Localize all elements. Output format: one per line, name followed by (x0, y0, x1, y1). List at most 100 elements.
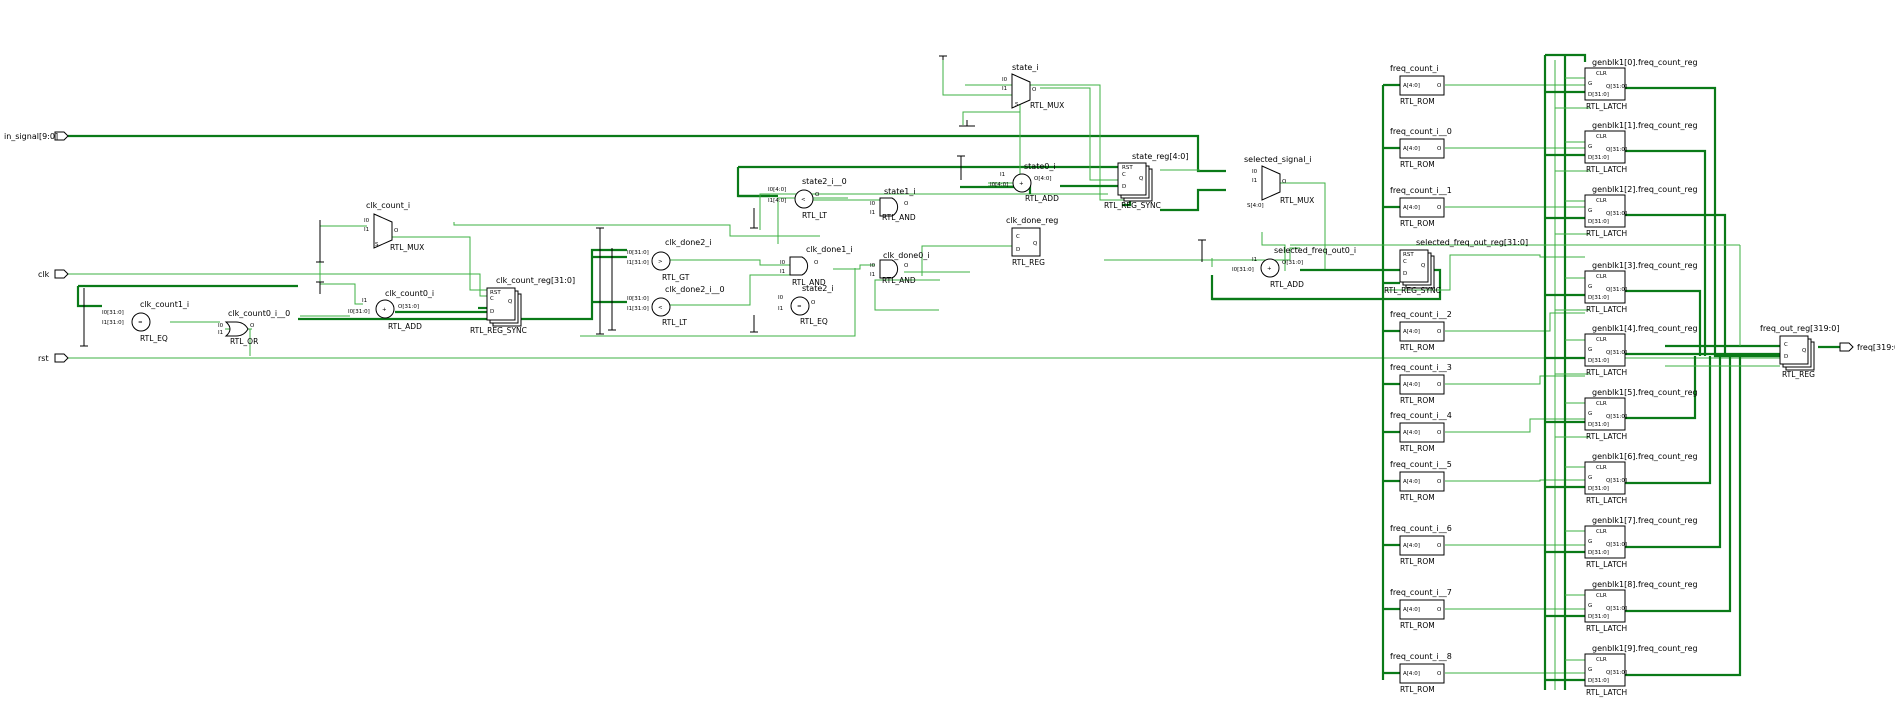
svg-text:I0: I0 (364, 218, 370, 224)
svg-text:I0: I0 (780, 260, 786, 266)
ground-icon (596, 227, 604, 335)
latch-pin-q: Q[31:0] (1606, 287, 1627, 293)
in-signal-label: in_signal[9:0] (4, 132, 58, 141)
rom-pin-a: A[4:0] (1403, 543, 1420, 549)
svg-text:O: O (811, 300, 816, 306)
rom-type: RTL_ROM (1400, 685, 1435, 694)
svg-text:C: C (1403, 259, 1407, 265)
rom-pin-o: O (1437, 430, 1442, 436)
latch-name: genblk1[3].freq_count_reg (1592, 261, 1698, 270)
latch-pin-d: D[31:0] (1588, 550, 1609, 556)
rom-name: freq_count_i__7 (1390, 588, 1452, 597)
rst-label: rst (38, 354, 49, 363)
rom-pin-a: A[4:0] (1403, 205, 1420, 211)
cell-type: RTL_EQ (140, 334, 168, 343)
svg-text:D: D (1403, 271, 1407, 277)
svg-text:S: S (1015, 102, 1019, 108)
rom-type: RTL_ROM (1400, 557, 1435, 566)
svg-text:O: O (904, 263, 909, 269)
svg-text:O: O (394, 228, 399, 234)
cell-name: clk_done0_i (883, 251, 930, 260)
svg-text:D: D (490, 309, 494, 315)
rom-pin-o: O (1437, 146, 1442, 152)
latch-pin-clr: CLR (1596, 529, 1607, 535)
cell-name: clk_count_reg[31:0] (496, 276, 575, 285)
latch-name: genblk1[0].freq_count_reg (1592, 58, 1698, 67)
cell-name: selected_signal_i (1244, 155, 1312, 164)
latch-type: RTL_LATCH (1586, 102, 1627, 111)
cell-type: RTL_LT (802, 211, 827, 220)
cell-type: RTL_ADD (1270, 280, 1304, 289)
latch-pin-g: G (1588, 81, 1592, 87)
svg-text:I0: I0 (1002, 77, 1008, 83)
svg-text:+: + (1267, 266, 1272, 272)
svg-text:I0[4:0]: I0[4:0] (768, 187, 786, 193)
rom-pin-a: A[4:0] (1403, 479, 1420, 485)
cell-type: RTL_EQ (800, 317, 828, 326)
cell-name: state2_i__0 (802, 177, 847, 186)
cell-type: RTL_OR (230, 337, 258, 346)
svg-text:I0[31:0]: I0[31:0] (627, 296, 649, 302)
selected-signal-mux-cell: I0 I1 S[4:0] O selected_signal_i RTL_MUX (1244, 155, 1314, 209)
svg-text:S[4:0]: S[4:0] (1247, 203, 1264, 209)
cell-type: RTL_AND (882, 213, 916, 222)
freq-out-reg-cell: C D Q freq_out_reg[319:0] RTL_REG (1760, 324, 1839, 379)
cell-name: state2_i (802, 284, 834, 293)
svg-text:O: O (1282, 179, 1287, 185)
latch-cell: CLRGD[31:0]Q[31:0]genblk1[1].freq_count_… (1584, 121, 1698, 174)
rom-name: freq_count_i__2 (1390, 310, 1452, 319)
ground-icon (316, 220, 324, 263)
svg-text:O[31:0]: O[31:0] (398, 304, 419, 310)
clk-done2-lt-cell: < I0[31:0] I1[31:0] clk_done2_i__0 RTL_L… (627, 285, 725, 327)
cell-type: RTL_ADD (388, 322, 422, 331)
latch-pin-g: G (1588, 347, 1592, 353)
latch-cell: CLRGD[31:0]Q[31:0]genblk1[3].freq_count_… (1584, 261, 1698, 314)
latch-type: RTL_LATCH (1586, 688, 1627, 697)
svg-text:<: < (658, 305, 663, 311)
svg-text:I1: I1 (364, 227, 369, 233)
latch-pin-d: D[31:0] (1588, 155, 1609, 161)
latch-name: genblk1[8].freq_count_reg (1592, 580, 1698, 589)
rom-pin-o: O (1437, 607, 1442, 613)
svg-text:I0[31:0]: I0[31:0] (627, 250, 649, 256)
rom-name: freq_count_i__4 (1390, 411, 1452, 420)
svg-text:Q: Q (1802, 348, 1807, 354)
clk-done2-gt-cell: > I0[31:0] I1[31:0] clk_done2_i RTL_GT (627, 238, 712, 282)
ground-icon (1198, 239, 1206, 262)
rom-type: RTL_ROM (1400, 160, 1435, 169)
top-level-ports: in_signal[9:0] clk rst freq[319:0] (4, 131, 1895, 363)
svg-text:I0: I0 (778, 295, 784, 301)
rst-port: rst (38, 353, 69, 363)
svg-text:D: D (1784, 354, 1788, 360)
svg-text:C: C (1122, 172, 1126, 178)
svg-text:I1[31:0]: I1[31:0] (627, 306, 649, 312)
svg-text:>: > (658, 259, 663, 265)
selected-freq-out-reg-cell: RST C D Q selected_freq_out_reg[31:0] RT… (1384, 238, 1528, 295)
latch-pin-g: G (1588, 475, 1592, 481)
ground-symbols (80, 55, 1206, 347)
latch-pin-q: Q[31:0] (1606, 478, 1627, 484)
rom-pin-a: A[4:0] (1403, 430, 1420, 436)
latch-column: CLR G D[31:0] Q[31:0] genblk1[0].freq_count_… (1584, 58, 1698, 697)
cell-type: RTL_REG (1782, 370, 1815, 379)
latch-pin-clr: CLR (1596, 198, 1607, 204)
svg-text:=: = (797, 304, 802, 310)
latch-type: RTL_LATCH (1586, 229, 1627, 238)
svg-text:Q: Q (1033, 241, 1038, 247)
rom-pin-o: O (1437, 479, 1442, 485)
svg-text:Q: Q (508, 299, 513, 305)
latch-cell: CLRGD[31:0]Q[31:0]genblk1[2].freq_count_… (1584, 185, 1698, 238)
latch-pin-clr: CLR (1596, 657, 1607, 663)
latch-pin-d: D[31:0] (1588, 678, 1609, 684)
rom-pin-o: O (1437, 382, 1442, 388)
latch-name: genblk1[6].freq_count_reg (1592, 452, 1698, 461)
svg-text:I1[31:0]: I1[31:0] (627, 260, 649, 266)
clk-done0-and-cell: I0 I1 O clk_done0_i RTL_AND (870, 251, 930, 285)
cell-name: state0_i (1024, 162, 1056, 171)
latch-pin-q: Q[31:0] (1606, 542, 1627, 548)
latch-pin-g: G (1588, 603, 1592, 609)
